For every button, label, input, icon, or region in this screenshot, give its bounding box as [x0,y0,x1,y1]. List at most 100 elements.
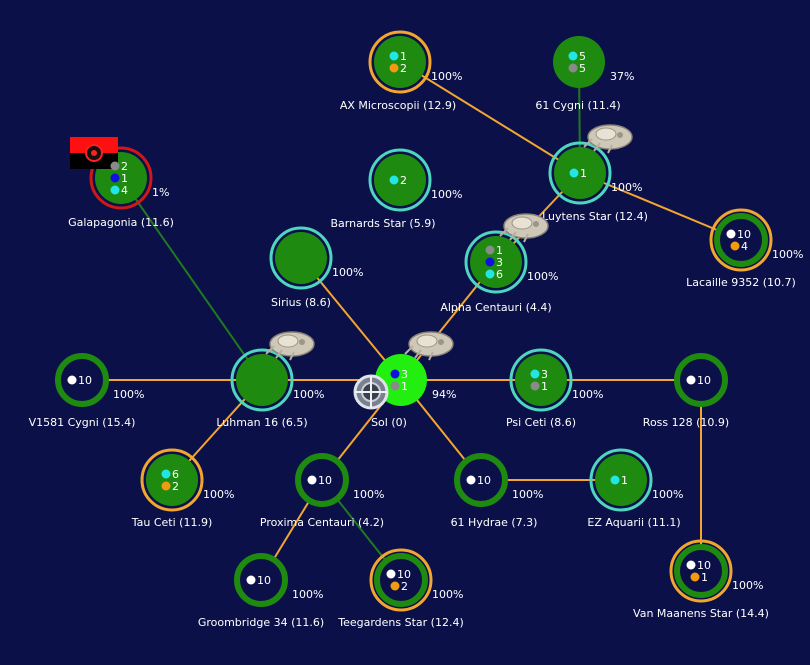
unit-count: 10 [257,574,271,587]
unit-dot-cyan [569,168,579,178]
unit-dot-gray [110,161,120,171]
ship-icon[interactable] [583,124,633,154]
control-percent: 100% [203,488,234,501]
empty-orbit [674,353,728,407]
unit-count: 10 [477,474,491,487]
unit-count: 10 [737,228,751,241]
unit-count: 4 [741,240,748,253]
empty-orbit [55,353,109,407]
ring-orange [369,548,433,612]
unit-dot-gray [485,245,495,255]
unit-count: 1 [400,50,407,63]
control-percent: 100% [512,488,543,501]
ring-teal [509,348,573,412]
empty-orbit [234,553,288,607]
star-name: Luytens Star (12.4) [542,210,648,223]
star-name: Tau Ceti (11.9) [131,516,213,529]
star-name: Ross 128 (10.9) [643,416,729,429]
ring-orange [709,208,773,272]
unit-dot-cyan [610,475,620,485]
control-percent: 100% [353,488,384,501]
unit-dot-orange [389,63,399,73]
ring-orange [368,30,432,94]
star-name: Groombridge 34 (11.6) [198,616,324,629]
control-percent: 100% [611,181,642,194]
star-name: Barnards Star (5.9) [331,217,436,230]
control-percent: 100% [432,588,463,601]
ring-teal [368,148,432,212]
planet-disc [275,232,327,284]
ring-teal [230,348,294,412]
planet-disc [374,36,426,88]
unit-count: 2 [172,480,179,493]
unit-count: 4 [121,184,128,197]
unit-count: 1 [621,474,628,487]
unit-dot-orange [690,572,700,582]
unit-count: 1 [401,380,408,393]
unit-dot-cyan [110,185,120,195]
ship-icon[interactable] [499,213,549,243]
unit-count: 5 [579,62,586,75]
star-61-cygni[interactable]: 55 37% 61 Cygni (11.4) [535,36,634,112]
unit-dot-orange [161,481,171,491]
control-percent: 100% [652,488,683,501]
unit-dot-blue [110,173,120,183]
star-name: Alpha Centauri (4.4) [440,301,551,314]
unit-count: 1 [580,167,587,180]
star-name: 61 Cygni (11.4) [535,99,620,112]
unit-dot-orange [390,581,400,591]
unit-count: 10 [318,474,332,487]
unit-dot-white [386,569,396,579]
faction-flag-icon [70,137,118,169]
unit-count: 6 [496,268,503,281]
lane-ax-microscopii-luytens-star [399,61,581,174]
unit-count: 2 [121,160,128,173]
unit-count: 5 [579,50,586,63]
unit-count: 2 [400,174,407,187]
space-station-icon[interactable] [353,374,389,410]
star-name: Luhman 16 (6.5) [216,416,307,429]
unit-dot-white [686,375,696,385]
ship-icon[interactable] [404,331,454,361]
unit-dot-cyan [530,369,540,379]
unit-dot-blue [485,257,495,267]
lane-sirius-sol [300,257,402,381]
unit-count: 1 [496,244,503,257]
star-luytens-star[interactable]: 1 100% Luytens Star (12.4) [542,124,648,223]
planet-disc [374,154,426,206]
ring-red [89,146,153,210]
unit-count: 10 [697,559,711,572]
planet-disc [146,454,198,506]
control-percent: 100% [772,248,803,261]
star-sirius[interactable]: 100%Sirius (8.6) [269,226,363,309]
unit-dot-cyan [485,269,495,279]
control-percent: 37% [610,70,634,83]
unit-dot-blue [390,369,400,379]
lane-galapagonia-luhman-16 [120,177,263,381]
ship-icon[interactable] [265,331,315,361]
planet-disc [236,354,288,406]
star-groombridge-34[interactable]: 10 100% Groombridge 34 (11.6) [198,553,324,629]
unit-count: 3 [401,368,408,381]
unit-count: 2 [400,62,407,75]
star-luhman-16[interactable]: 100%Luhman 16 (6.5) [216,331,324,429]
planet-disc [515,354,567,406]
unit-dot-white [246,575,256,585]
control-percent: 100% [292,588,323,601]
